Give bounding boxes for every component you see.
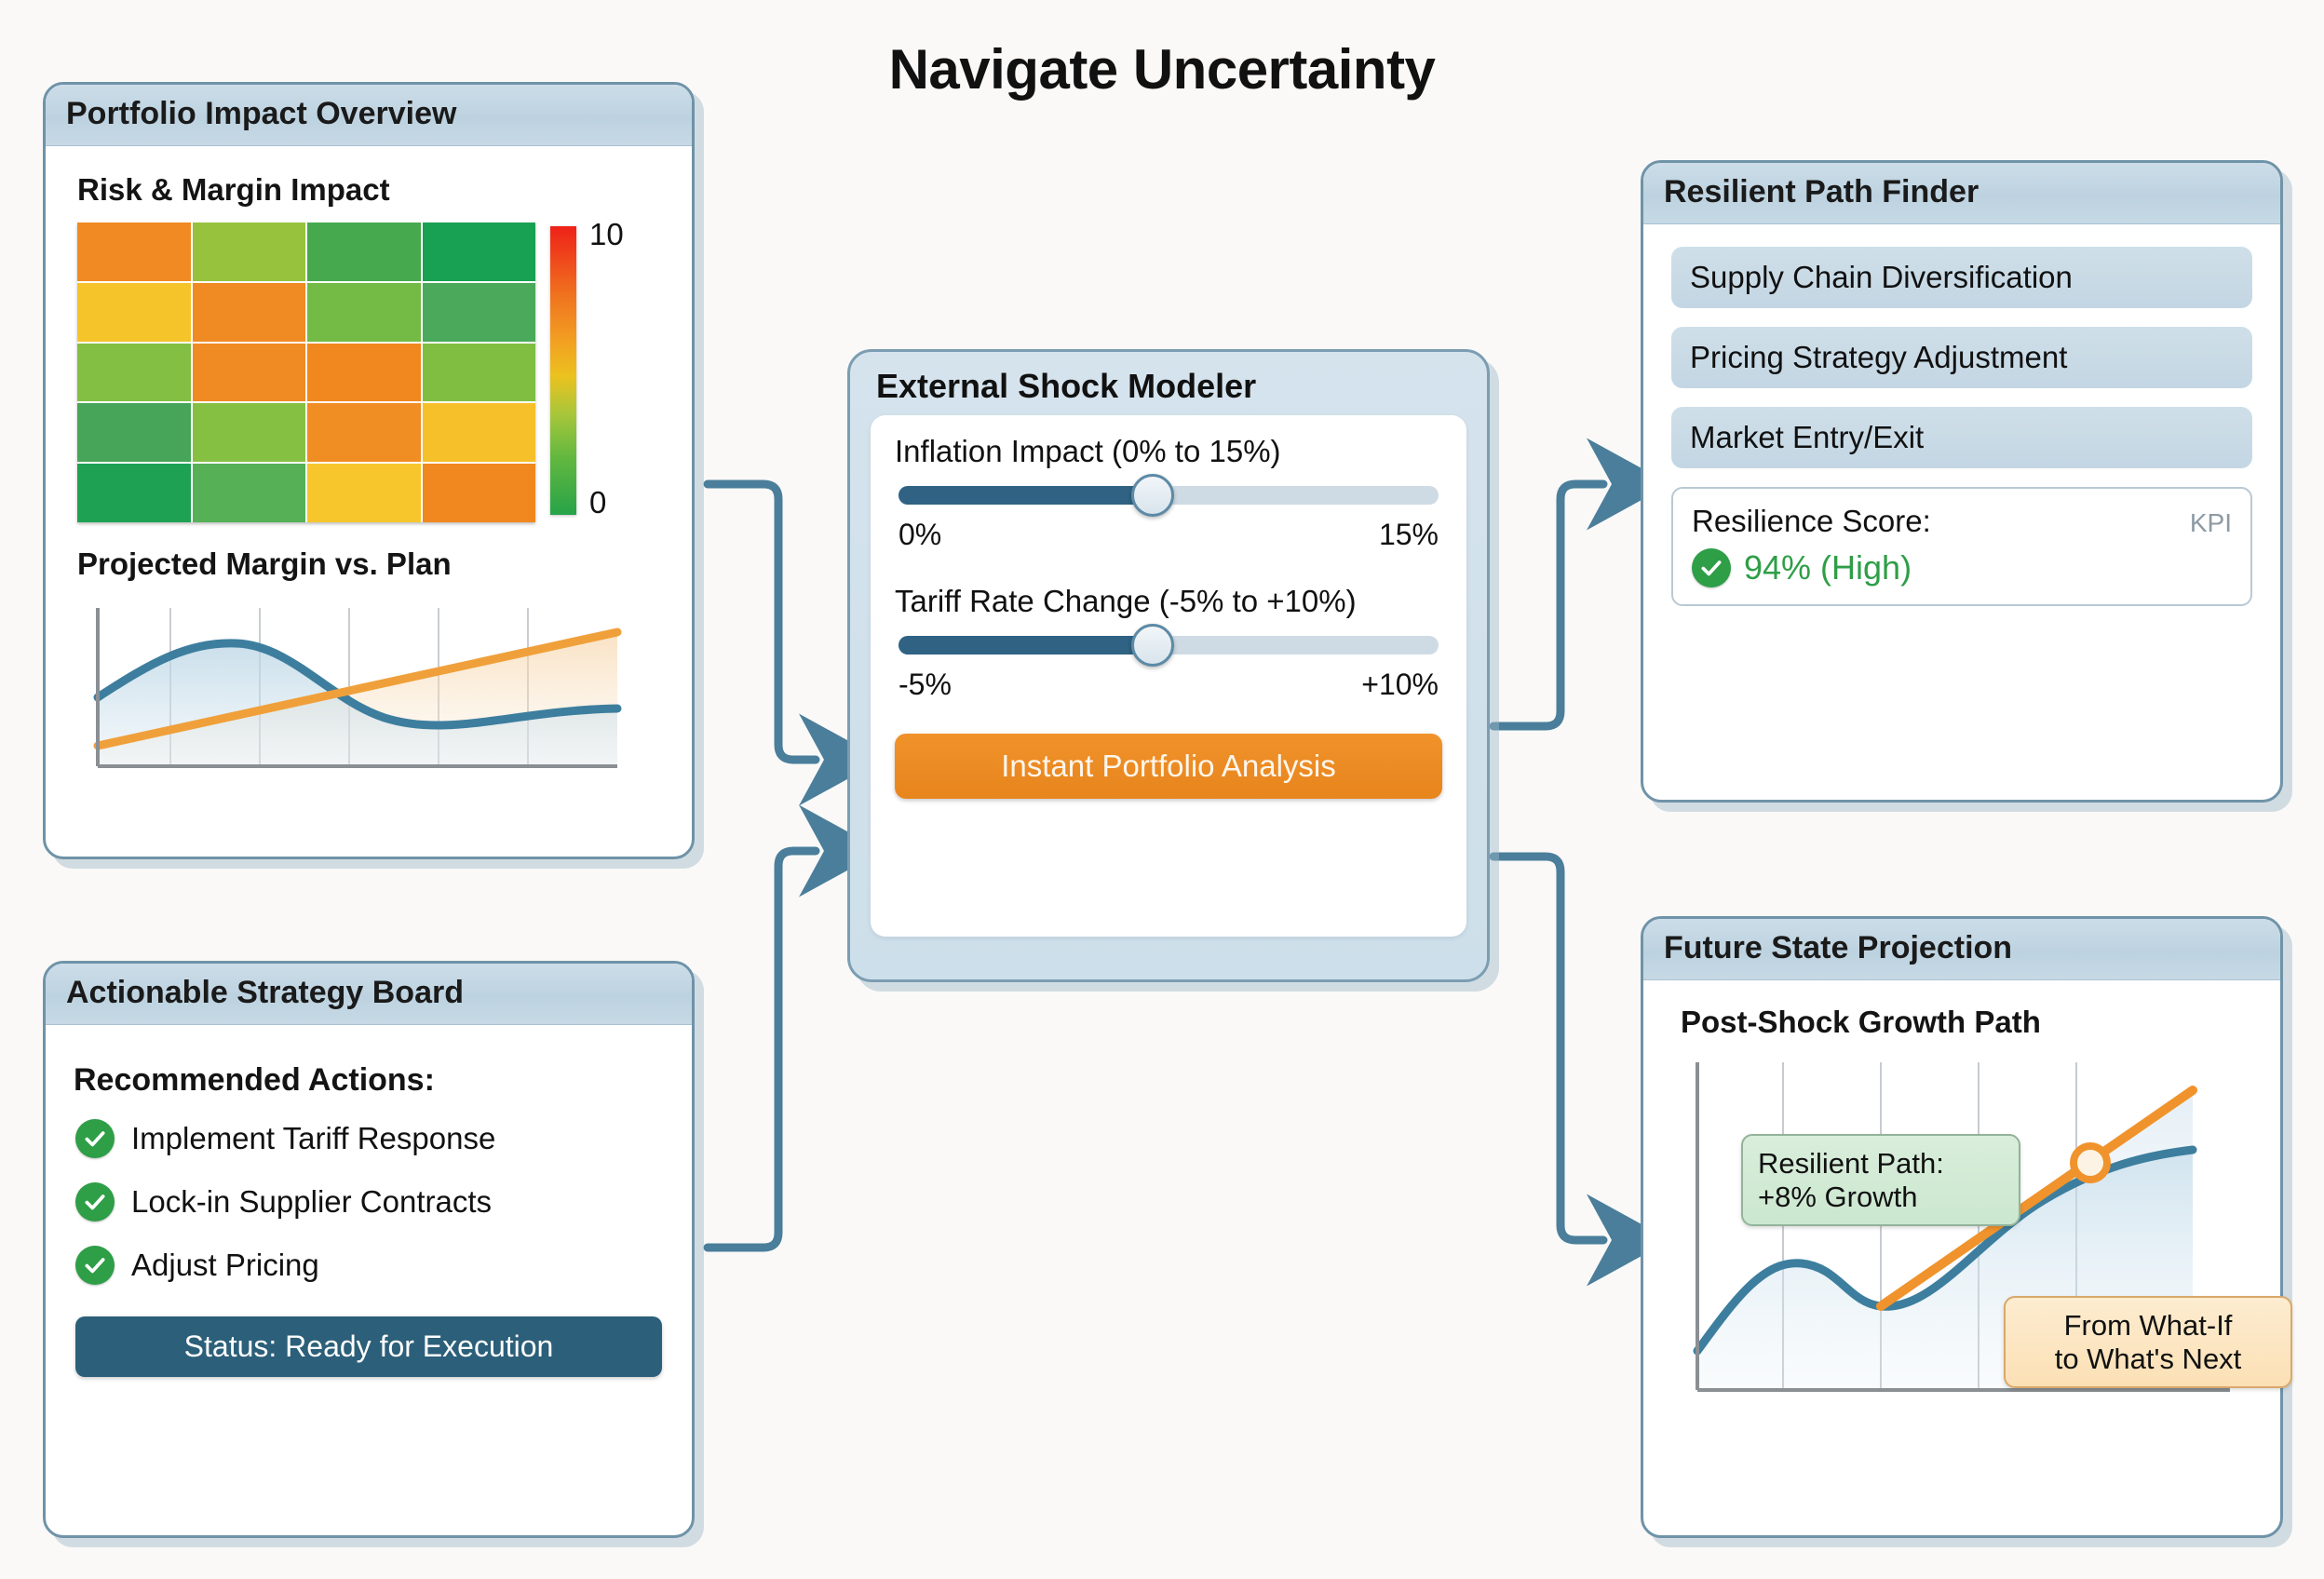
inflation-min-label: 0% <box>899 518 942 551</box>
heatmap-cell[interactable] <box>77 464 191 522</box>
heatmap-cell[interactable] <box>307 282 421 342</box>
heatmap-cell[interactable] <box>192 282 305 342</box>
inflation-slider-knob[interactable] <box>1130 474 1174 517</box>
shock-panel-title: External Shock Modeler <box>876 367 1257 405</box>
heatmap-cell[interactable] <box>422 282 535 342</box>
heatmap-cell[interactable] <box>307 223 421 281</box>
connector-strategy-to-shock <box>703 804 883 1252</box>
resilience-score-kpi: Resilience Score: KPI 94% (High) <box>1671 487 2252 606</box>
tariff-slider-fill <box>899 636 1153 655</box>
actionable-strategy-panel: Actionable Strategy Board Recommended Ac… <box>43 961 695 1538</box>
recommended-actions-label: Recommended Actions: <box>74 1062 435 1098</box>
check-circle-icon <box>1692 548 1731 587</box>
heatmap-cell[interactable] <box>422 223 535 281</box>
resilient-path-callout: Resilient Path: +8% Growth <box>1741 1134 2020 1227</box>
page-title: Navigate Uncertainty <box>888 38 1436 101</box>
inflation-slider-label: Inflation Impact (0% to 15%) <box>895 434 1281 468</box>
heatmap-cell[interactable] <box>77 223 191 281</box>
what-if-callout: From What-If to What's Next <box>2004 1296 2292 1389</box>
kpi-tag: KPI <box>2189 508 2232 537</box>
resilience-score-value: 94% (High) <box>1744 548 1912 587</box>
heatmap-cell[interactable] <box>422 403 535 463</box>
connector-portfolio-to-shock <box>703 479 883 806</box>
check-circle-icon <box>75 1246 115 1285</box>
status-badge: Status: Ready for Execution <box>75 1316 662 1377</box>
risk-margin-heatmap[interactable] <box>77 223 535 522</box>
resilience-score-label: Resilience Score: <box>1692 504 1931 538</box>
tariff-min-label: -5% <box>899 668 952 701</box>
list-item[interactable]: Implement Tariff Response <box>75 1119 671 1158</box>
heatmap-cell[interactable] <box>192 464 305 522</box>
portfolio-impact-panel: Portfolio Impact Overview Risk & Margin … <box>43 82 695 859</box>
connector-shock-to-resilient <box>1489 438 1670 731</box>
heatmap-cell[interactable] <box>77 403 191 463</box>
colorbar-min-label: 0 <box>589 485 607 520</box>
resilient-option-supply-chain[interactable]: Supply Chain Diversification <box>1671 247 2252 308</box>
inflation-slider[interactable] <box>899 474 1439 517</box>
heatmap-cell[interactable] <box>77 282 191 342</box>
resilient-option-pricing-strategy[interactable]: Pricing Strategy Adjustment <box>1671 327 2252 388</box>
tariff-slider-knob[interactable] <box>1130 624 1174 667</box>
colorbar-max-label: 10 <box>589 217 624 251</box>
action-label: Implement Tariff Response <box>131 1121 496 1155</box>
check-circle-icon <box>75 1182 115 1221</box>
heatmap-cell[interactable] <box>192 223 305 281</box>
resilient-panel-title: Resilient Path Finder <box>1643 163 2280 224</box>
colorbar-gradient <box>550 226 576 515</box>
check-circle-icon <box>75 1119 115 1158</box>
strategy-panel-title: Actionable Strategy Board <box>46 964 692 1025</box>
list-item[interactable]: Adjust Pricing <box>75 1246 671 1285</box>
projected-margin-line <box>93 639 622 730</box>
heatmap-cell[interactable] <box>192 343 305 402</box>
heatmap-cell[interactable] <box>77 343 191 402</box>
instant-portfolio-analysis-button[interactable]: Instant Portfolio Analysis <box>895 734 1442 799</box>
tariff-max-label: +10% <box>1361 668 1439 701</box>
heatmap-colorbar: 10 0 <box>550 217 660 522</box>
future-panel-title: Future State Projection <box>1643 919 2280 980</box>
action-label: Adjust Pricing <box>131 1248 319 1282</box>
projected-margin-chart <box>93 608 622 768</box>
growth-path-title: Post-Shock Growth Path <box>1681 1005 2041 1039</box>
heatmap-cell[interactable] <box>422 343 535 402</box>
tariff-slider-label: Tariff Rate Change (-5% to +10%) <box>895 584 1357 618</box>
heatmap-cell[interactable] <box>307 403 421 463</box>
portfolio-panel-title: Portfolio Impact Overview <box>46 85 692 146</box>
heatmap-cell[interactable] <box>422 464 535 522</box>
heatmap-title: Risk & Margin Impact <box>77 172 390 207</box>
heatmap-cell[interactable] <box>307 343 421 402</box>
action-label: Lock-in Supplier Contracts <box>131 1184 493 1219</box>
external-shock-modeler-panel: External Shock Modeler Inflation Impact … <box>847 349 1490 982</box>
list-item[interactable]: Lock-in Supplier Contracts <box>75 1182 671 1221</box>
projected-margin-area <box>98 642 617 766</box>
resilient-path-finder-panel: Resilient Path Finder Supply Chain Diver… <box>1641 160 2283 803</box>
resilient-option-market-entry-exit[interactable]: Market Entry/Exit <box>1671 407 2252 468</box>
heatmap-cell[interactable] <box>307 464 421 522</box>
future-state-projection-panel: Future State Projection Post-Shock Growt… <box>1641 916 2283 1538</box>
heatmap-with-colorbar: 10 0 <box>77 217 671 522</box>
inflation-max-label: 15% <box>1378 518 1439 551</box>
resilient-path-line <box>1876 1086 2197 1311</box>
margin-chart-title: Projected Margin vs. Plan <box>77 547 452 581</box>
tariff-slider[interactable] <box>899 624 1439 667</box>
plan-line <box>93 628 622 750</box>
connector-shock-to-future <box>1489 852 1670 1287</box>
heatmap-cell[interactable] <box>192 403 305 463</box>
resilient-path-marker[interactable] <box>2070 1142 2111 1183</box>
inflation-slider-fill <box>899 486 1153 505</box>
